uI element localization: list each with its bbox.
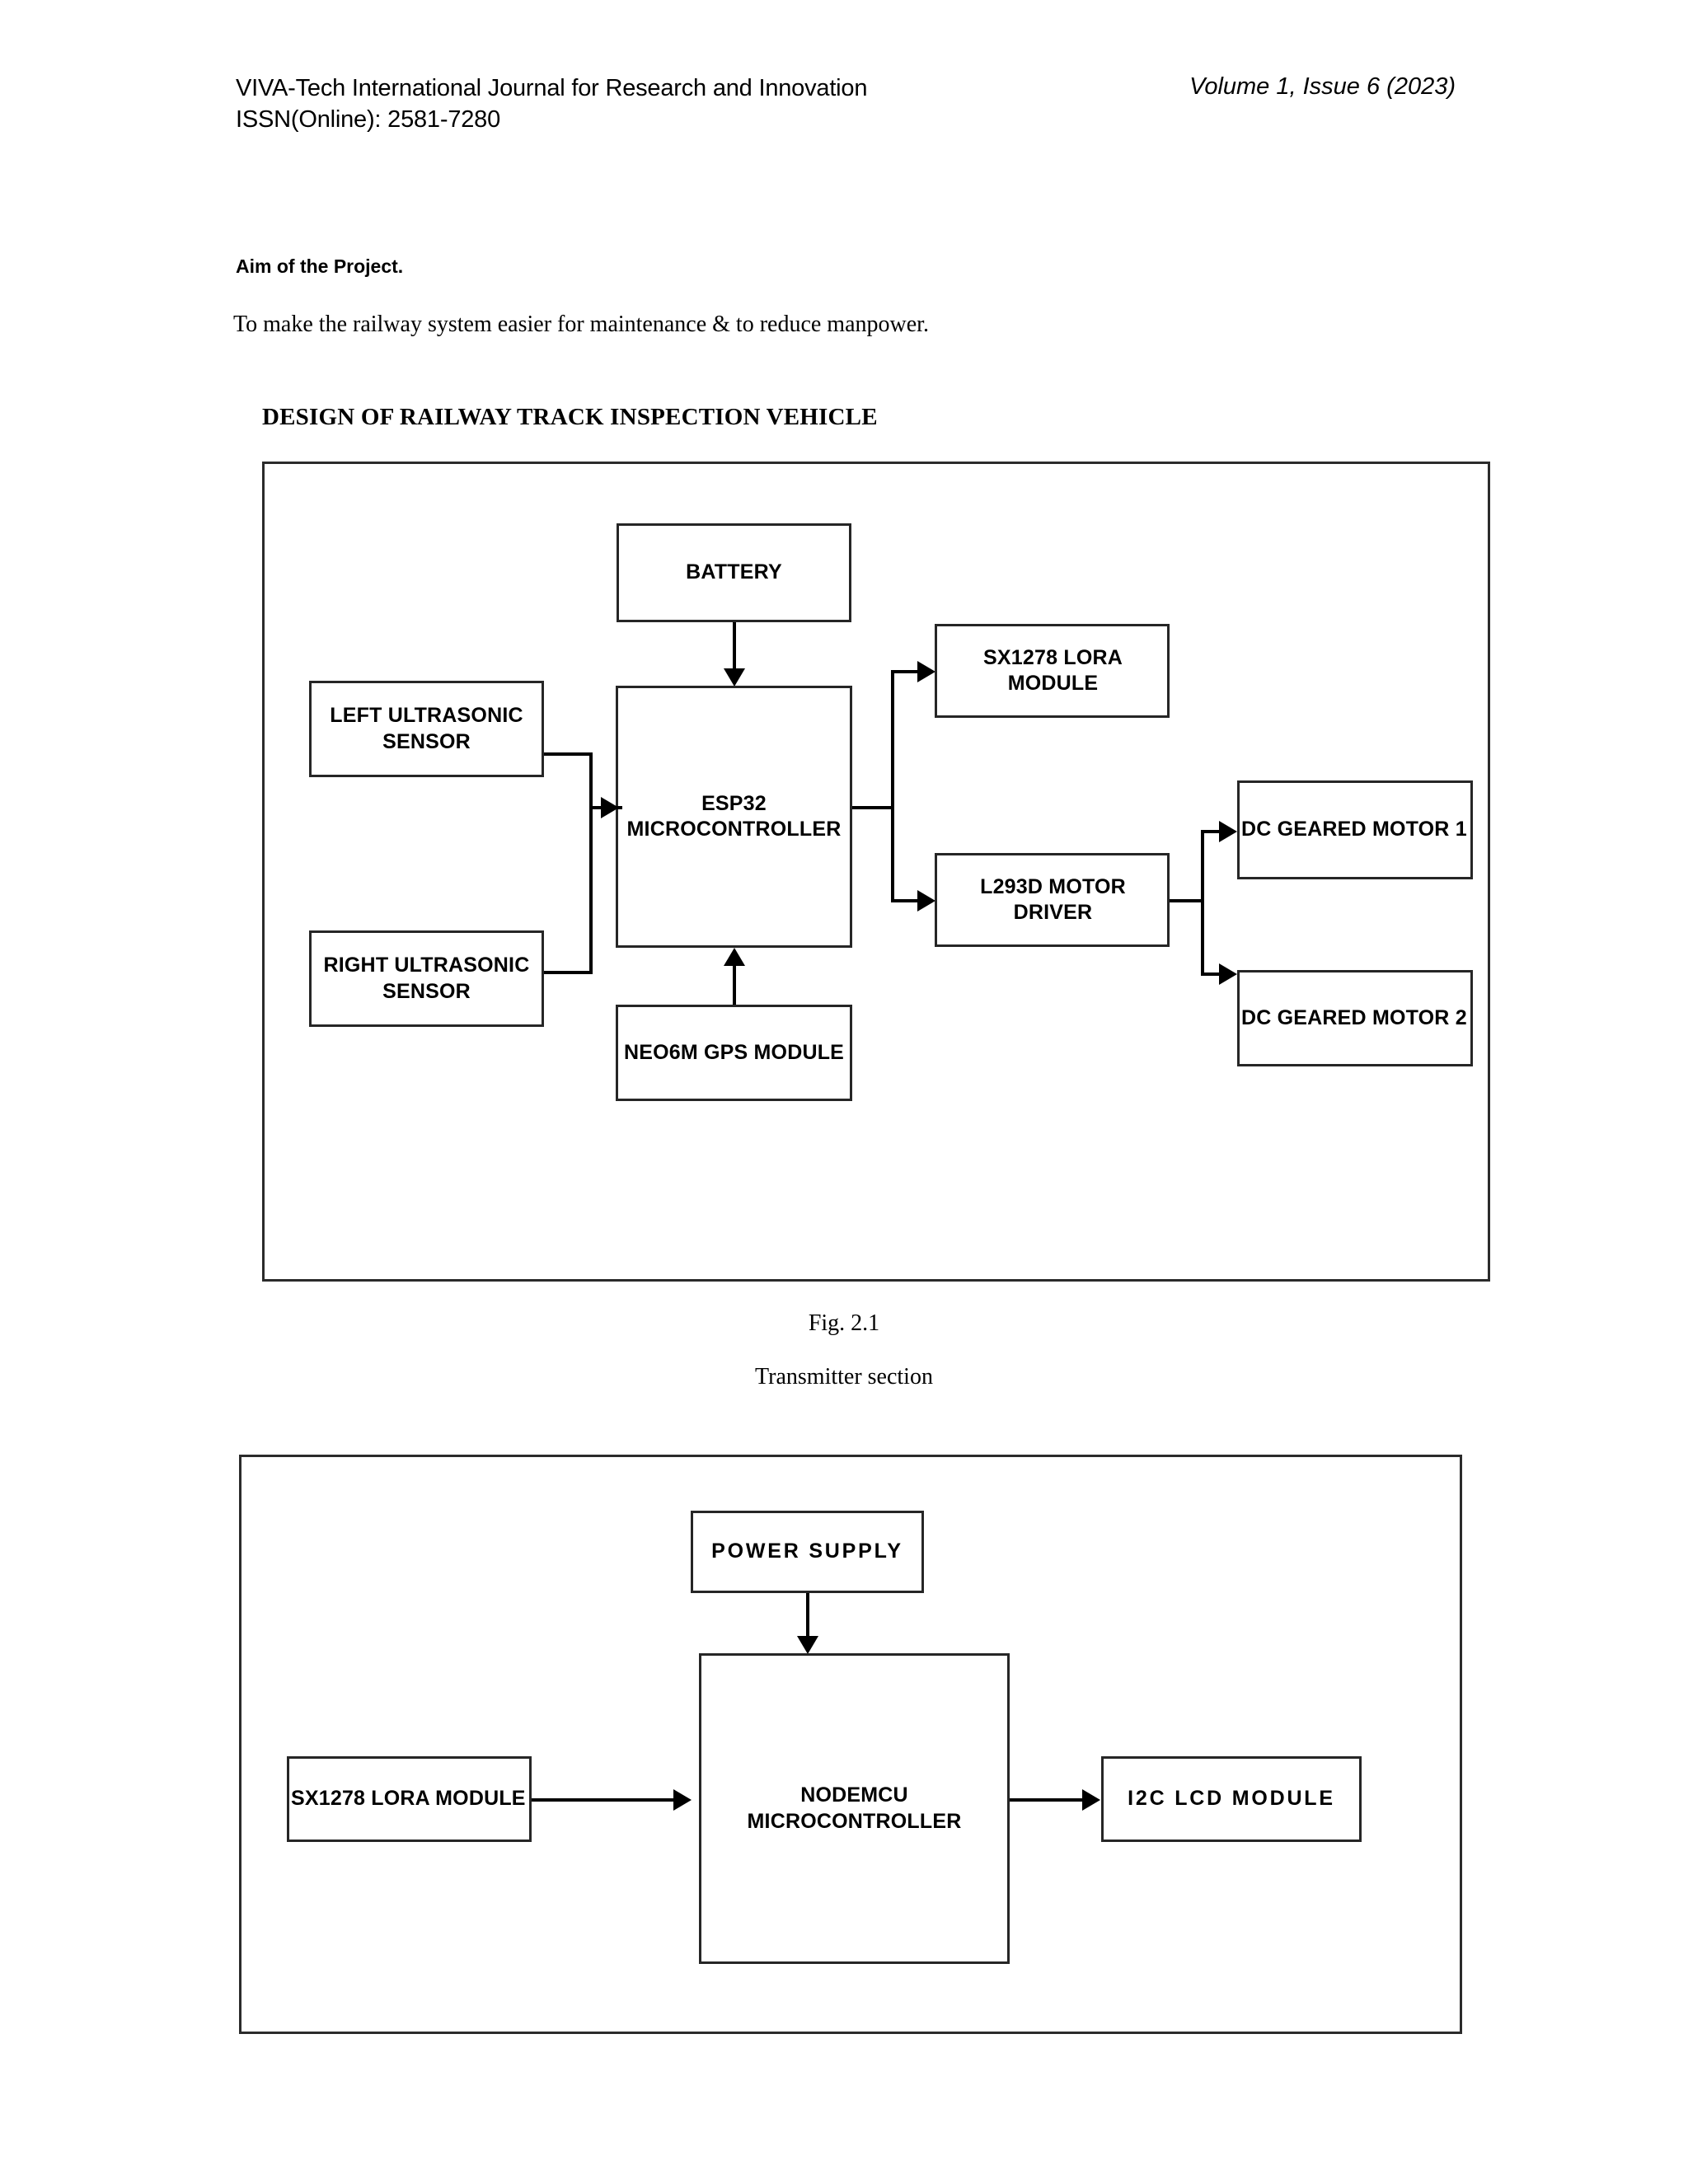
arrow-nodemcu-to-lcd (1082, 1789, 1100, 1811)
box-esp32-line2: MICROCONTROLLER (626, 818, 842, 841)
wire-motor-driver-out (1170, 899, 1204, 902)
box-left-ultrasonic-line2: SENSOR (382, 729, 471, 753)
aim-paragraph: To make the railway system easier for ma… (233, 312, 929, 337)
box-motor1-label: DC GEARED MOTOR 1 (1241, 818, 1467, 841)
arrow-sensors-to-mcu (601, 797, 619, 818)
wire-mcu-to-lora (891, 670, 929, 673)
arrow-mcu-to-lora (917, 661, 935, 682)
box-nodemcu-line2: MICROCONTROLLER (747, 1809, 962, 1833)
box-l293d-motor-driver: L293D MOTOR DRIVER (935, 853, 1170, 947)
figure1-caption-text: Transmitter section (755, 1364, 933, 1390)
wire-mcu-out (852, 806, 894, 809)
box-esp32-microcontroller: ESP32 MICROCONTROLLER (616, 686, 852, 948)
wire-right-sensor-out (544, 971, 593, 974)
box-power-supply: POWER SUPPLY (691, 1511, 924, 1593)
box-right-ultrasonic-line2: SENSOR (382, 979, 471, 1003)
volume-issue: Volume 1, Issue 6 (2023) (1189, 73, 1456, 100)
arrow-to-motor1 (1219, 821, 1237, 842)
box-left-ultrasonic-sensor: LEFT ULTRASONIC SENSOR (309, 681, 544, 777)
box-esp32-label: ESP32 MICROCONTROLLER (627, 791, 842, 843)
arrow-lora-to-nodemcu (673, 1789, 692, 1811)
wire-power-to-nodemcu (806, 1593, 809, 1638)
arrow-gps-to-mcu (724, 948, 745, 966)
design-section-title: DESIGN OF RAILWAY TRACK INSPECTION VEHIC… (262, 404, 878, 430)
wire-mcu-to-motor-driver (891, 899, 929, 902)
box-sx1278-lora-module: SX1278 LORA MODULE (935, 624, 1170, 718)
receiver-diagram-frame: POWER SUPPLY NODEMCU MICROCONTROLLER SX1… (239, 1455, 1462, 2034)
journal-identity: VIVA-Tech International Journal for Rese… (236, 73, 867, 136)
wire-motor-bus-vertical (1201, 830, 1204, 976)
box-receiver-lora-label: SX1278 LORA MODULE (291, 1787, 526, 1811)
box-neo6m-gps-module: NEO6M GPS MODULE (616, 1005, 852, 1101)
box-right-ultrasonic-label: RIGHT ULTRASONIC SENSOR (324, 953, 530, 1005)
box-right-ultrasonic-line1: RIGHT ULTRASONIC (323, 954, 530, 977)
box-lora-label: SX1278 LORA MODULE (983, 645, 1123, 695)
box-i2c-lcd-module: I2C LCD MODULE (1101, 1756, 1362, 1842)
journal-title: VIVA-Tech International Journal for Rese… (236, 75, 868, 101)
box-left-ultrasonic-line1: LEFT ULTRASONIC (330, 704, 523, 728)
box-nodemcu-microcontroller: NODEMCU MICROCONTROLLER (699, 1653, 1010, 1964)
box-nodemcu-label: NODEMCU MICROCONTROLLER (748, 1783, 962, 1835)
box-nodemcu-line1: NODEMCU (800, 1783, 908, 1807)
box-lcd-label: I2C LCD MODULE (1128, 1787, 1335, 1811)
aim-heading: Aim of the Project. (236, 255, 404, 277)
wire-lora-to-nodemcu (532, 1798, 680, 1802)
box-motor-driver-label: L293D MOTOR DRIVER (980, 874, 1126, 924)
box-esp32-line1: ESP32 (701, 791, 767, 815)
wire-mcu-bus-vertical (891, 670, 894, 901)
box-motor2-label: DC GEARED MOTOR 2 (1241, 1005, 1467, 1029)
box-receiver-sx1278-lora-module: SX1278 LORA MODULE (287, 1756, 532, 1842)
arrow-battery-to-mcu (724, 668, 745, 687)
box-battery-label: BATTERY (686, 560, 782, 584)
wire-sensor-bus-vertical (589, 752, 593, 974)
box-right-ultrasonic-sensor: RIGHT ULTRASONIC SENSOR (309, 930, 544, 1027)
wire-to-motor1 (1201, 830, 1231, 833)
arrow-to-motor2 (1219, 963, 1237, 985)
wire-to-motor2 (1201, 972, 1231, 976)
box-left-ultrasonic-label: LEFT ULTRASONIC SENSOR (330, 703, 523, 755)
wire-left-sensor-out (544, 752, 593, 756)
box-gps-label: NEO6M GPS MODULE (623, 1040, 845, 1064)
box-battery: BATTERY (617, 523, 851, 622)
page-header: VIVA-Tech International Journal for Rese… (236, 73, 1456, 136)
box-power-supply-label: POWER SUPPLY (711, 1540, 903, 1563)
wire-battery-to-mcu (733, 622, 736, 670)
arrow-power-to-nodemcu (797, 1636, 818, 1654)
wire-gps-to-mcu (733, 964, 736, 1005)
box-dc-geared-motor-1: DC GEARED MOTOR 1 (1237, 780, 1473, 879)
wire-nodemcu-to-lcd (1010, 1798, 1089, 1802)
figure1-caption-number: Fig. 2.1 (808, 1310, 880, 1336)
transmitter-diagram-frame: BATTERY ESP32 MICROCONTROLLER LEFT ULTRA… (262, 462, 1490, 1282)
journal-issn: ISSN(Online): 2581-7280 (236, 106, 501, 134)
arrow-mcu-to-motor-driver (917, 890, 935, 912)
box-dc-geared-motor-2: DC GEARED MOTOR 2 (1237, 970, 1473, 1066)
